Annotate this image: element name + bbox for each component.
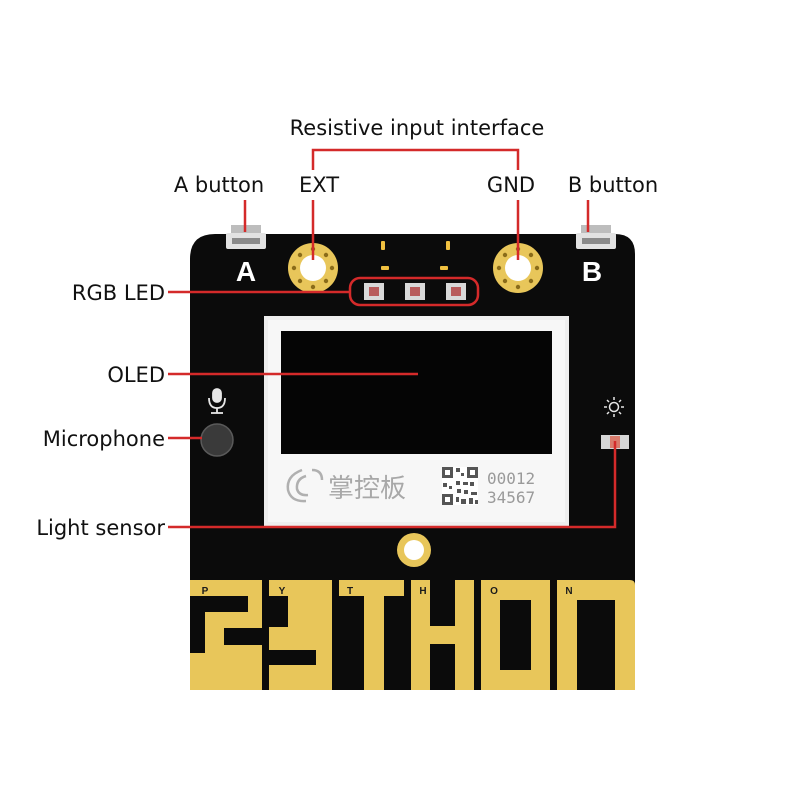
qr-code-icon — [442, 467, 478, 505]
pin-label-n: N — [565, 586, 572, 597]
round-touch-pad[interactable] — [397, 533, 431, 567]
label-microphone: Microphone — [43, 427, 165, 451]
rgb-leds — [364, 283, 466, 300]
touch-pad-t — [339, 580, 404, 690]
status-led-1 — [381, 241, 385, 250]
label-b-button: B button — [568, 173, 658, 197]
pin-label-t: T — [347, 586, 353, 597]
oled-screen — [281, 331, 552, 454]
b-button-letter: B — [582, 256, 602, 287]
pin-labels: P Y T H O N — [202, 586, 573, 597]
mpython-logo-icon — [286, 468, 324, 503]
rgb-led-highlight — [348, 276, 480, 307]
a-button-letter: A — [236, 256, 256, 287]
touch-pad-o — [481, 580, 550, 690]
callout-lines — [168, 148, 617, 529]
touch-pad-h — [411, 580, 474, 690]
light-sensor-line — [168, 441, 617, 529]
oled-module: 掌控板 00012 34567 — [264, 316, 569, 526]
status-led-3 — [381, 266, 389, 270]
resistive-bracket-line — [311, 148, 520, 170]
label-a-button: A button — [174, 173, 264, 197]
status-led-2 — [446, 241, 450, 250]
gnd-pad[interactable] — [493, 243, 543, 293]
oled-brand-text: 掌控板 — [328, 474, 406, 504]
label-oled: OLED — [107, 363, 165, 387]
touch-pad-n — [557, 580, 635, 690]
sun-icon — [604, 397, 624, 417]
serial-line-1: 00012 — [487, 469, 535, 488]
touch-pad-y — [269, 580, 332, 690]
label-resistive-input-interface: Resistive input interface — [290, 116, 545, 140]
label-light-sensor: Light sensor — [36, 516, 165, 540]
pin-label-o: O — [490, 586, 498, 597]
pin-label-y: Y — [279, 586, 286, 597]
label-ext: EXT — [299, 173, 339, 197]
python-touch-pads[interactable] — [190, 580, 635, 690]
serial-line-2: 34567 — [487, 488, 535, 507]
pin-label-h: H — [419, 586, 426, 597]
microphone-hole — [200, 423, 234, 457]
label-gnd: GND — [487, 173, 535, 197]
touch-pad-p — [190, 580, 262, 690]
microphone-icon — [208, 388, 226, 414]
b-button[interactable] — [576, 225, 616, 249]
status-led-4 — [440, 266, 448, 270]
label-rgb-led: RGB LED — [72, 281, 165, 305]
pin-label-p: P — [202, 586, 209, 597]
ext-pad[interactable] — [288, 243, 338, 293]
